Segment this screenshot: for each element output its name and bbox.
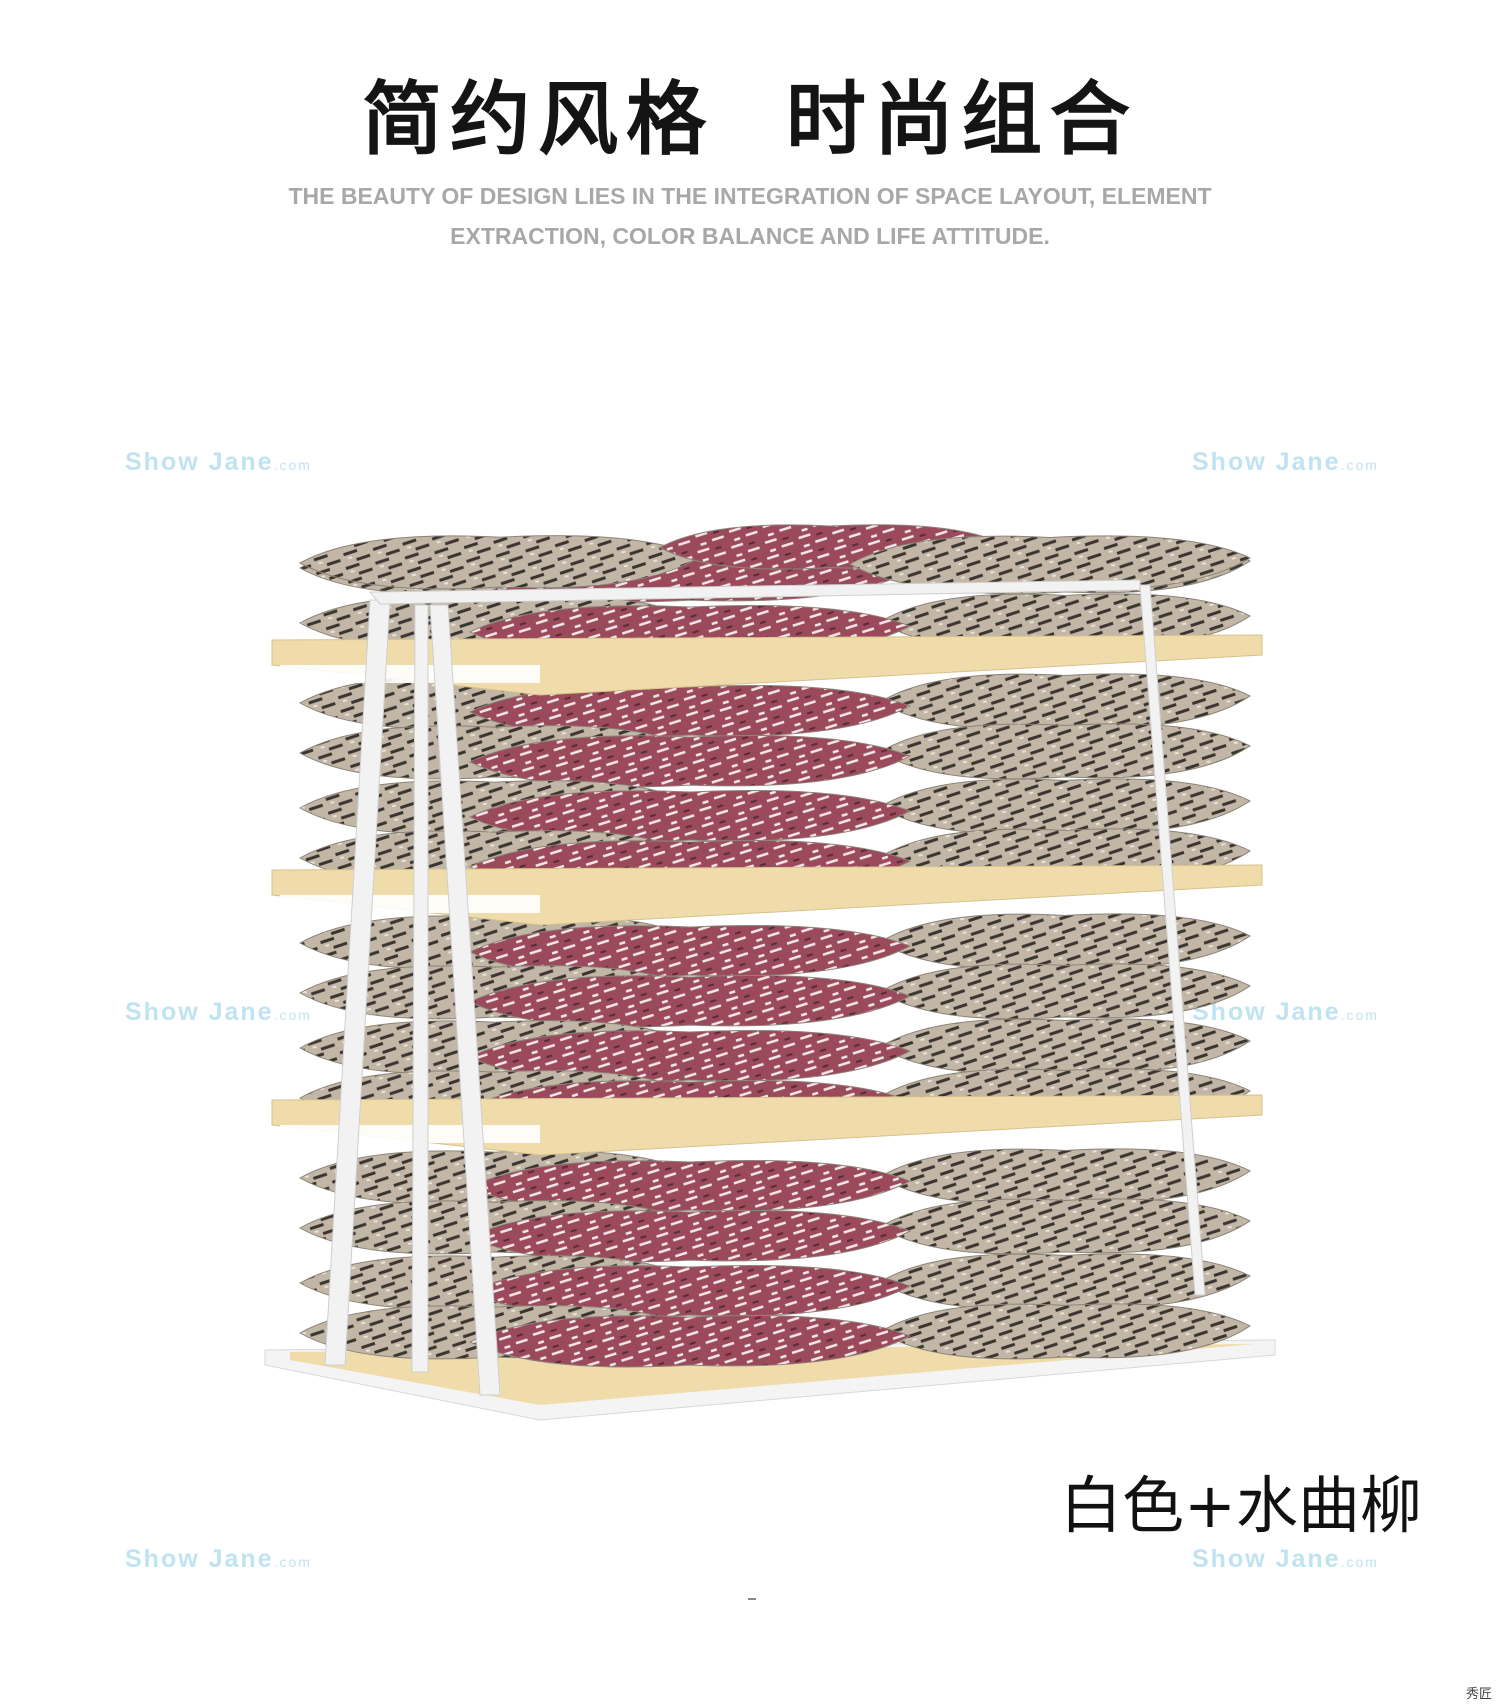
rack-shelf-bracket-1 [280, 665, 540, 683]
pillow-front-red [468, 734, 912, 788]
subtitle-line-1: THE BEAUTY OF DESIGN LIES IN THE INTEGRA… [288, 183, 1212, 209]
pillow-back-right [879, 1018, 1251, 1075]
corner-mark: 秀匠 [1465, 1687, 1492, 1702]
pillow-front-red [468, 1209, 912, 1263]
page-title: 简约风格 时尚组合 [362, 73, 1138, 166]
pillow-back-right [879, 913, 1251, 970]
rack-group [264, 524, 1276, 1421]
pillow-front-red [468, 1314, 912, 1368]
pillow-front-red [468, 974, 912, 1028]
rack-shelf-bracket-2 [280, 895, 540, 913]
watermark-bottom-left: Show Jane.com [125, 1545, 312, 1573]
pillow-back-right [879, 723, 1251, 780]
subtitle-line-2: EXTRACTION, COLOR BALANCE AND LIFE ATTIT… [450, 223, 1050, 249]
pillow-back-right [879, 673, 1251, 730]
rack-frame-back-leg [1139, 584, 1206, 1296]
watermark-top-left: Show Jane.com [125, 448, 312, 476]
pillow-back-right [879, 1303, 1251, 1360]
pillow-back-right [879, 963, 1251, 1020]
watermark-mid-left: Show Jane.com [125, 998, 312, 1026]
pillow-back-right [879, 778, 1251, 835]
rack-frame-leg-right [429, 604, 501, 1396]
watermark-bottom-right: Show Jane.com [1192, 1545, 1379, 1573]
divider-dash [748, 1598, 756, 1600]
page-subtitle: THE BEAUTY OF DESIGN LIES IN THE INTEGRA… [200, 176, 1300, 256]
pillow-back-right [879, 1198, 1251, 1255]
watermark-top-right: Show Jane.com [1192, 448, 1379, 476]
rack-shelf-bracket-3 [280, 1125, 540, 1143]
rack-frame-post [411, 604, 429, 1373]
product-caption: 白色+水曲柳 [1060, 1469, 1422, 1542]
